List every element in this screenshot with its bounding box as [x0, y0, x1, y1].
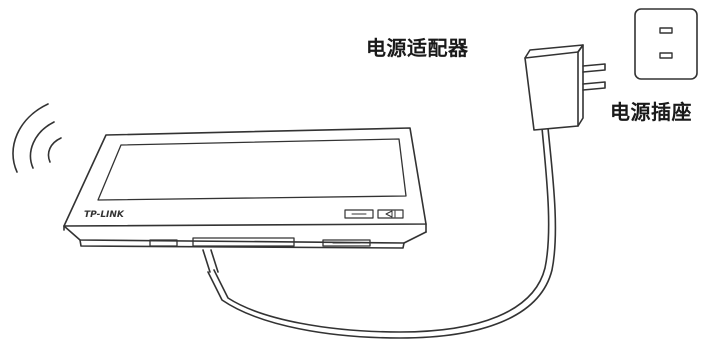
adapter-label: 电源适配器 [366, 36, 469, 60]
outlet-label: 电源插座 [610, 100, 692, 124]
power-adapter-icon [524, 44, 606, 131]
device-brand-label: TP-LINK [84, 210, 125, 220]
wifi-signal-icon [12, 103, 62, 173]
power-outlet-icon [634, 8, 698, 80]
tablet-device-icon [63, 127, 427, 249]
power-cable [202, 127, 557, 339]
